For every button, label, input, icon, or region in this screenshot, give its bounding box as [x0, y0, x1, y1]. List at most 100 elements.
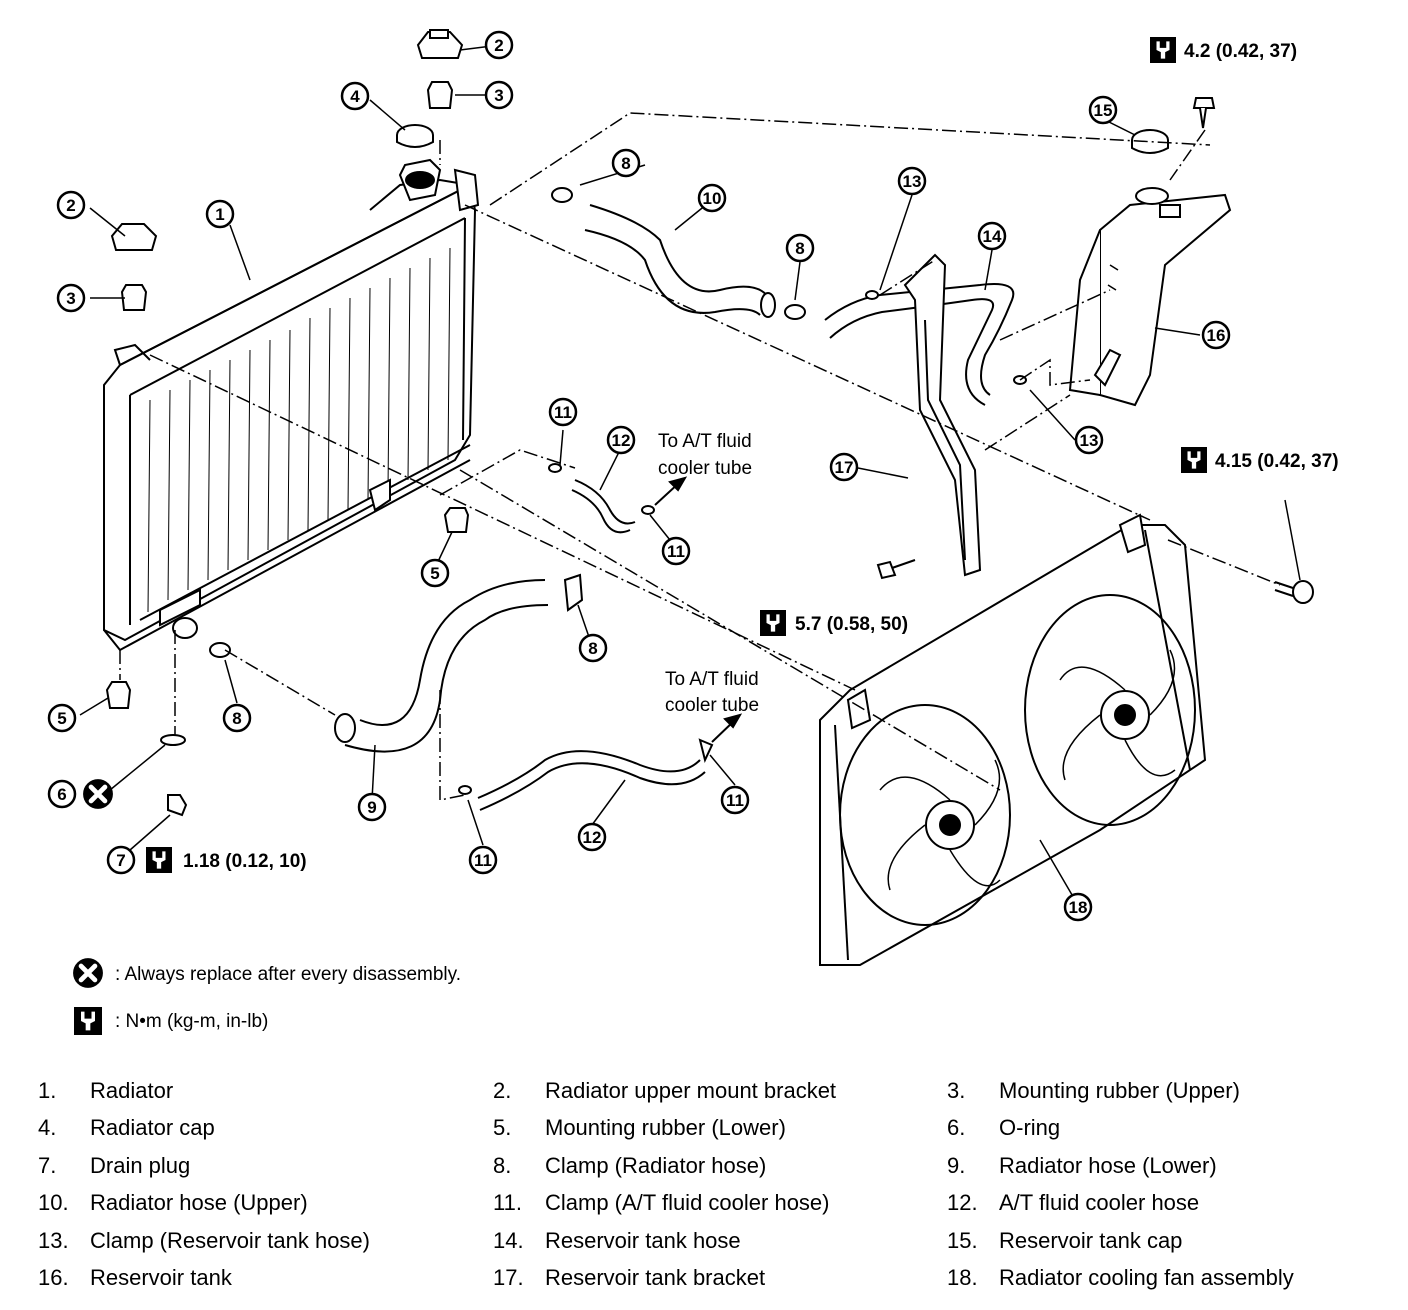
torque-wrench-icon	[74, 1007, 102, 1035]
callout-8: 8	[578, 633, 608, 663]
svg-text:8: 8	[232, 709, 241, 728]
svg-text:9: 9	[367, 798, 376, 817]
svg-text:12: 12	[583, 828, 602, 847]
reservoir-bolt-top	[1192, 97, 1216, 129]
upper-mount-bracket-2-left	[110, 223, 158, 251]
part-number: 14.	[493, 1228, 524, 1253]
callout-2: 2	[484, 30, 514, 60]
svg-text:: Always replace after every d: : Always replace after every disassembly…	[115, 964, 461, 985]
torque-wrench-icon	[1150, 37, 1176, 63]
part-name: Mounting rubber (Upper)	[999, 1078, 1240, 1103]
svg-text:11: 11	[474, 851, 492, 870]
part-number: 8.	[493, 1153, 512, 1178]
part-number: 9.	[947, 1153, 966, 1178]
part-name: Radiator hose (Lower)	[999, 1153, 1217, 1178]
reservoir-tank-drawing	[1068, 187, 1232, 407]
callout-11: 11	[468, 845, 498, 875]
svg-text:5: 5	[57, 709, 66, 728]
radiator-filler-neck	[398, 158, 480, 212]
lower-radiator-hose-drawing	[172, 573, 584, 753]
callout-13: 13	[1074, 425, 1104, 455]
svg-text:3: 3	[66, 289, 75, 308]
callout-11: 11	[720, 785, 750, 815]
note-to-at-cooler-lower: To A/T fluid cooler tube	[665, 669, 759, 716]
radiator-drawing	[103, 178, 477, 652]
svg-text:14: 14	[983, 227, 1002, 246]
callout-8: 8	[222, 703, 252, 733]
svg-text:16: 16	[1207, 326, 1226, 345]
part-number: 12.	[947, 1190, 978, 1215]
note-to-at-cooler-upper: To A/T fluid cooler tube	[658, 431, 752, 479]
part-name: Clamp (A/T fluid cooler hose)	[545, 1190, 830, 1215]
svg-text:12: 12	[612, 431, 631, 450]
svg-text:2: 2	[494, 36, 503, 55]
svg-text:11: 11	[554, 403, 572, 422]
svg-text:11: 11	[667, 542, 685, 561]
reservoir-tank-cap-15	[1131, 129, 1169, 154]
callout-6: 6	[47, 779, 77, 809]
callout-16: 16	[1201, 320, 1231, 350]
part-name: Radiator	[90, 1078, 174, 1103]
part-number: 17.	[493, 1265, 524, 1290]
svg-text:cooler tube: cooler tube	[665, 695, 759, 716]
legend: : Always replace after every disassembly…	[73, 958, 461, 1035]
part-number: 10.	[38, 1190, 69, 1215]
mounting-rubber-5	[105, 507, 470, 709]
svg-text:4: 4	[350, 87, 360, 106]
part-number: 5.	[493, 1115, 512, 1140]
callout-12: 12	[577, 822, 607, 852]
callout-13: 13	[897, 166, 927, 196]
callout-5: 5	[420, 558, 450, 588]
svg-text:7: 7	[116, 851, 125, 870]
exploded-view-diagram: 1 2 3 4 2 3 8 10 8 13 14 15 16 13 17 11 …	[47, 29, 1339, 1035]
svg-text:13: 13	[1080, 431, 1099, 450]
svg-text:3: 3	[494, 86, 503, 105]
callout-5: 5	[47, 703, 77, 733]
part-name: Reservoir tank bracket	[545, 1265, 766, 1290]
svg-text:cooler tube: cooler tube	[658, 458, 752, 479]
callouts: 1 2 3 4 2 3 8 10 8 13 14 15 16 13 17 11 …	[47, 30, 1231, 922]
reservoir-tank-bracket-drawing	[903, 253, 982, 577]
svg-text:4.2 (0.42, 37): 4.2 (0.42, 37)	[1184, 41, 1297, 62]
svg-text:10: 10	[703, 189, 722, 208]
svg-text:6: 6	[57, 785, 66, 804]
bracket-bolt	[876, 559, 916, 580]
callout-14: 14	[977, 221, 1007, 251]
svg-text:8: 8	[588, 639, 597, 658]
callout-2: 2	[56, 190, 86, 220]
part-name: Radiator cooling fan assembly	[999, 1265, 1294, 1290]
part-name: Mounting rubber (Lower)	[545, 1115, 786, 1140]
callout-15: 15	[1088, 95, 1118, 125]
svg-text:8: 8	[621, 154, 630, 173]
callout-17: 17	[829, 452, 859, 482]
svg-text:4.15 (0.42, 37): 4.15 (0.42, 37)	[1215, 451, 1339, 472]
callout-11: 11	[548, 397, 578, 427]
always-replace-x-icon	[73, 958, 103, 988]
mounting-rubber-3-left	[120, 284, 148, 311]
svg-text:To A/T fluid: To A/T fluid	[665, 669, 759, 690]
radiator-cap-4	[396, 124, 434, 148]
torque-spec-drain-plug: 1.18 (0.12, 10)	[146, 847, 307, 873]
part-number: 15.	[947, 1228, 978, 1253]
part-name: Reservoir tank	[90, 1265, 232, 1290]
cooling-fan-assembly-drawing	[819, 513, 1207, 966]
upper-mount-bracket-2-top	[416, 29, 464, 59]
callout-1: 1	[205, 199, 235, 229]
part-name: Reservoir tank hose	[545, 1228, 741, 1253]
at-fluid-cooler-hose-drawing	[458, 463, 714, 811]
callout-7: 7	[106, 845, 136, 875]
part-number: 7.	[38, 1153, 57, 1178]
callout-4: 4	[340, 81, 370, 111]
part-number: 13.	[38, 1228, 69, 1253]
upper-radiator-hose-drawing	[551, 187, 806, 320]
part-name: Drain plug	[90, 1153, 191, 1178]
svg-text:2: 2	[66, 196, 75, 215]
torque-spec-bracket-bolt: 5.7 (0.58, 50)	[760, 610, 908, 636]
part-name: Radiator cap	[90, 1115, 215, 1140]
part-name: Radiator upper mount bracket	[545, 1078, 837, 1103]
direction-arrows	[654, 476, 743, 743]
always-replace-x-icon	[83, 779, 113, 809]
svg-text:15: 15	[1094, 101, 1113, 120]
callout-3: 3	[484, 80, 514, 110]
part-number: 16.	[38, 1265, 69, 1290]
